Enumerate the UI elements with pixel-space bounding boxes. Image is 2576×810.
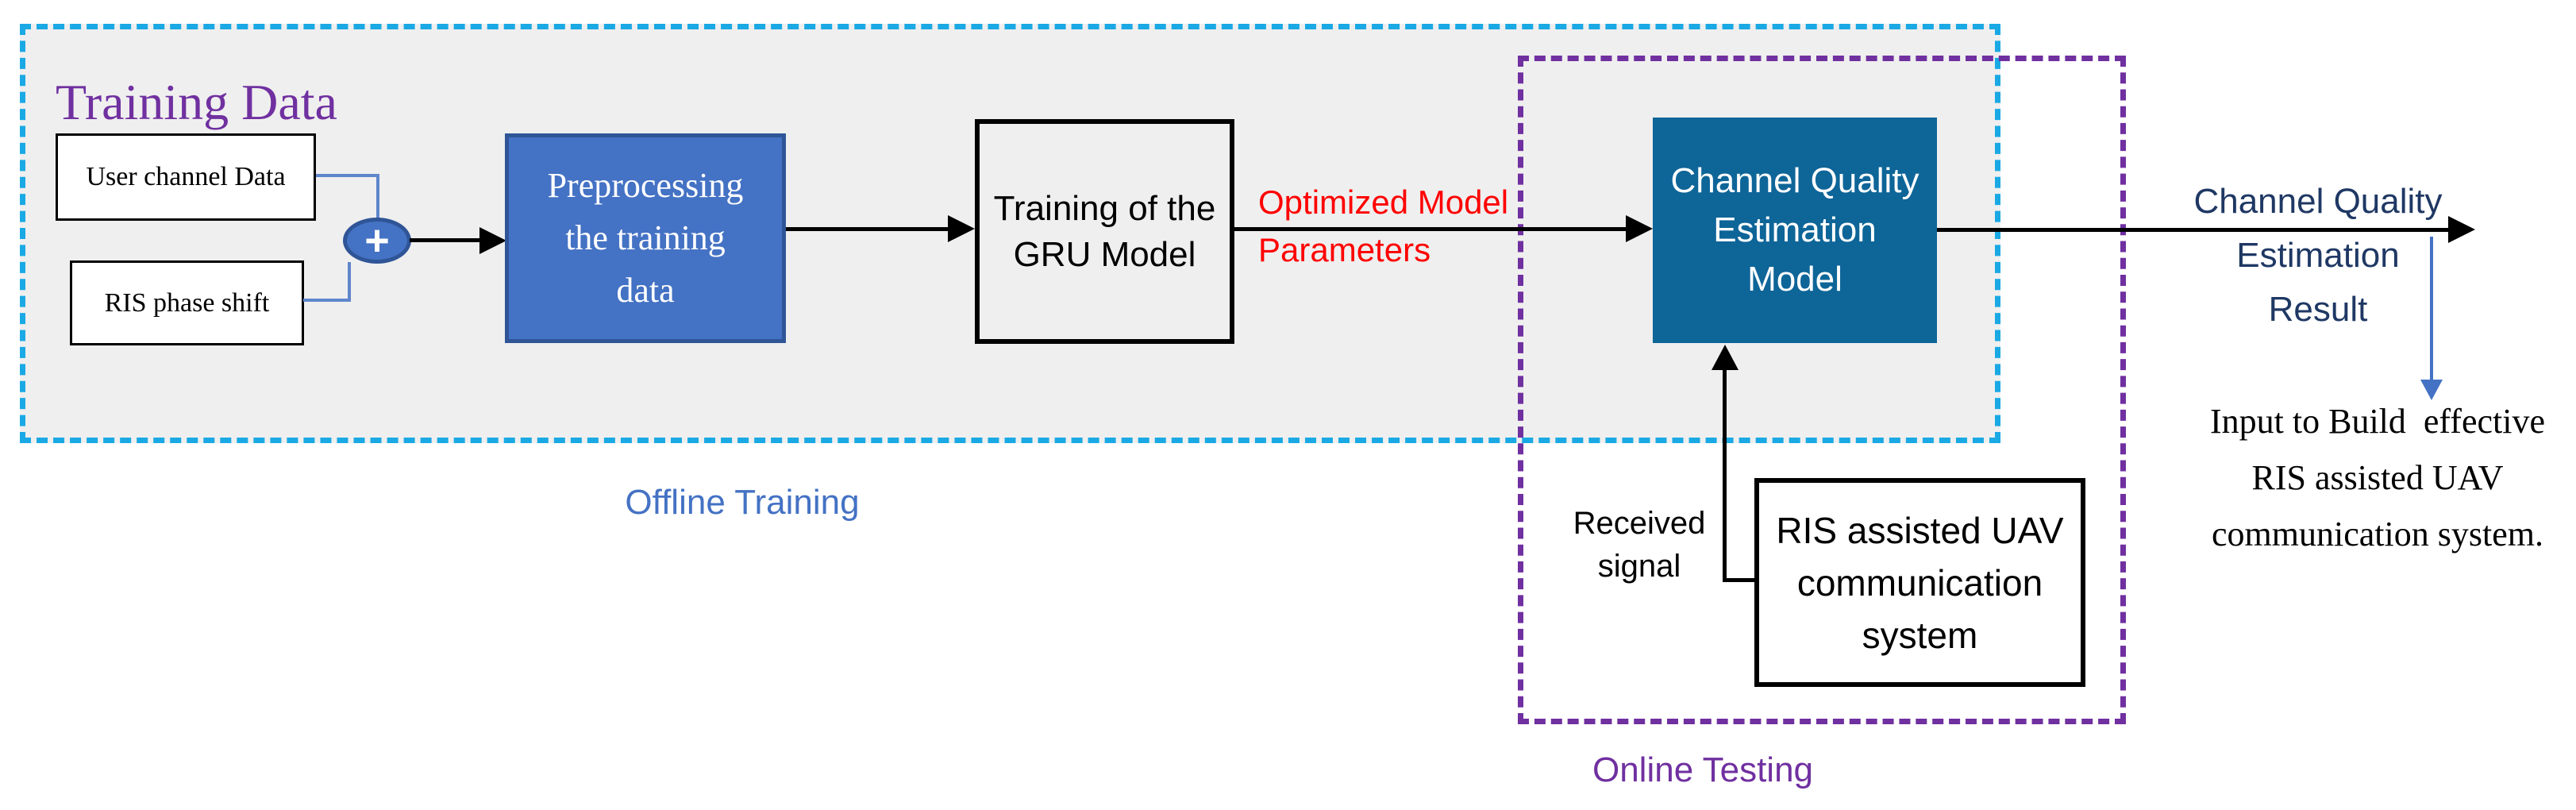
connector-ris-vertical [348,262,351,302]
connector-user-horizontal [316,174,379,177]
arrow-preprocessing-to-gru [786,227,948,231]
arrowhead-down-icon [2420,380,2443,400]
online-testing-label: Online Testing [1592,750,1814,789]
arrowhead-up-icon [1712,345,1739,370]
gru-training-box: Training of the GRU Model [975,119,1234,344]
channel-quality-estimation-model-box: Channel Quality Estimation Model [1653,118,1937,343]
arrow-rissys-elbow-horizontal [1723,578,1758,582]
arrowhead-right-icon [1626,215,1653,242]
optimized-model-parameters-label: Optimized Model Parameters [1258,183,1509,268]
online-testing-region [1518,56,2126,724]
user-channel-data-box: User channel Data [56,133,316,221]
arrow-rissys-elbow-vertical [1723,368,1727,582]
arrowhead-right-icon [479,227,506,254]
preprocessing-box: Preprocessing the training data [505,133,786,343]
arrow-cqem-to-result [1937,228,2448,232]
input-note-text: Input to Build effective RIS assisted UA… [2210,402,2545,554]
arrow-gru-to-cqem [1234,227,1626,231]
arrow-result-to-note [2430,237,2433,381]
received-signal-label: Received signal [1573,506,1706,584]
arrowhead-right-icon [2448,216,2475,243]
connector-ris-horizontal [303,299,351,302]
merge-plus-node: + [343,218,411,264]
arrow-plus-to-preprocessing [410,238,483,242]
arrowhead-right-icon [948,215,975,242]
offline-training-label: Offline Training [625,483,860,522]
ris-phase-shift-box: RIS phase shift [70,260,304,345]
connector-user-vertical [376,174,379,220]
channel-quality-estimation-result-label: Channel Quality Estimation Result [2193,182,2443,329]
ris-system-box: RIS assisted UAV communication system [1754,478,2085,687]
training-data-title: Training Data [56,74,337,130]
